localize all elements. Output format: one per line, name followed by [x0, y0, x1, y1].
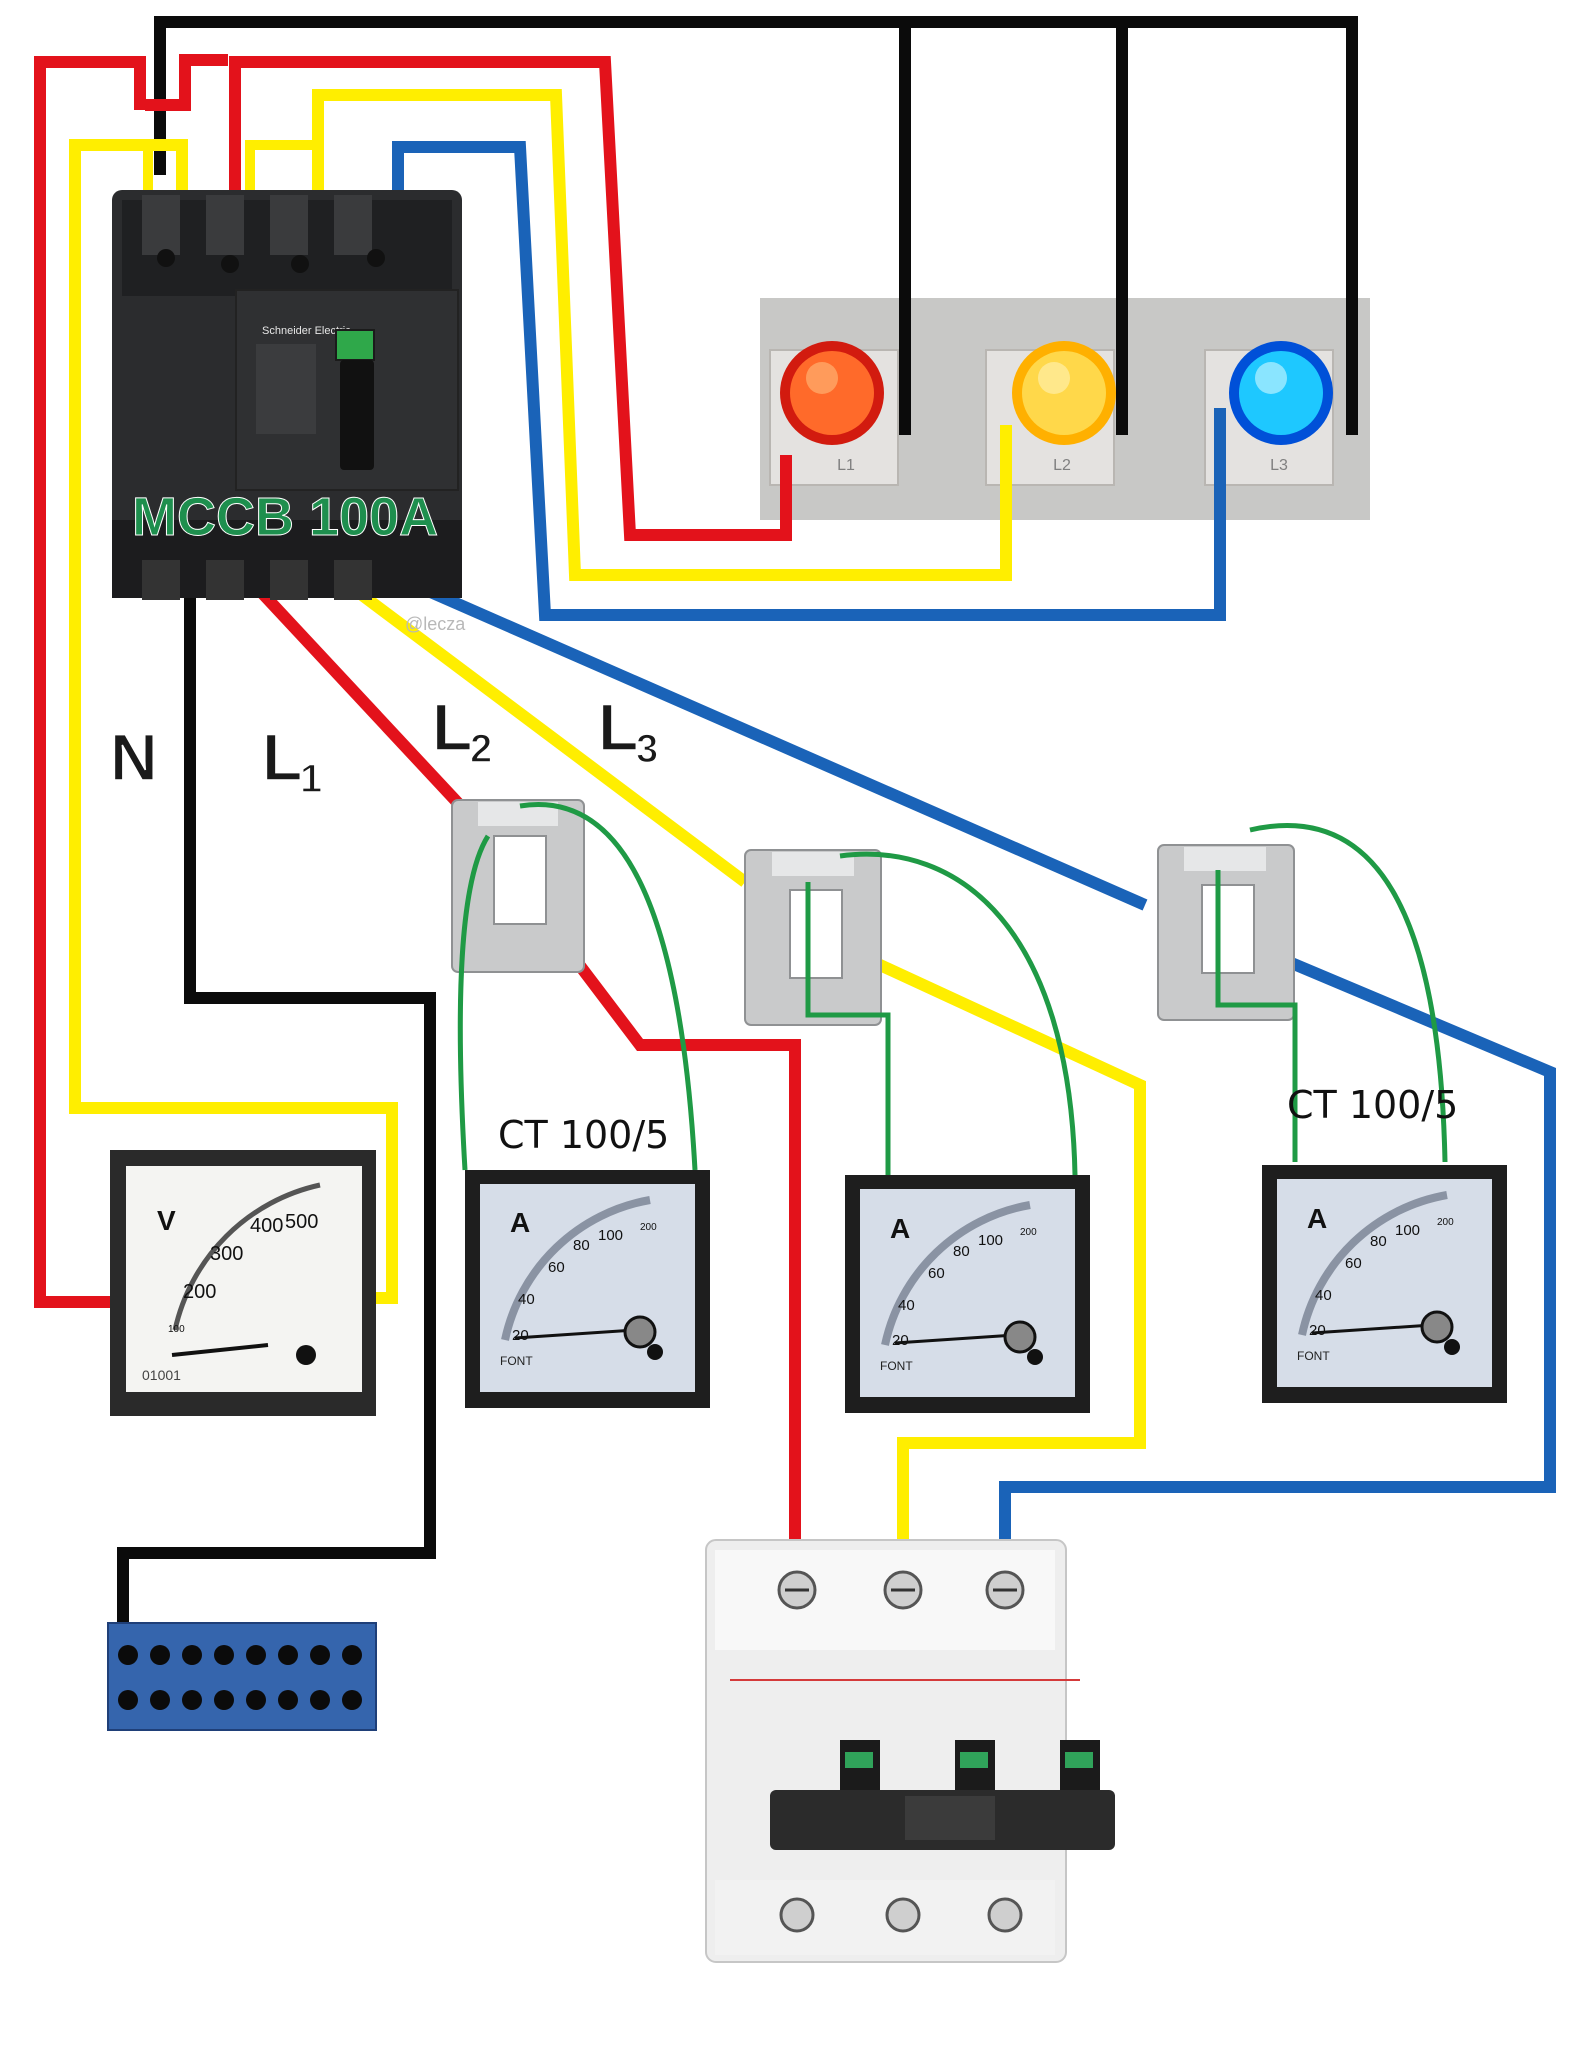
wire-l1-jog — [145, 54, 228, 111]
ammeter-2-scale-80: 80 — [953, 1243, 970, 1260]
label-l1-sub: 1 — [300, 757, 322, 801]
label-l2-sub: 2 — [470, 727, 492, 771]
label-l2-letter: L — [432, 690, 472, 764]
ammeter-3-adjust-screw — [1420, 1310, 1454, 1344]
mccb-rating-plate — [256, 344, 316, 434]
ct-label-1: CT 100/5 — [498, 1113, 669, 1157]
ammeter-1-brand: FONT — [500, 1354, 533, 1368]
ammeter-1-scale-100: 100 — [598, 1227, 623, 1244]
ammeter-l1: A 20 40 60 80 100 200 FONT — [465, 1170, 710, 1408]
mccb-breaker: Schneider Electric MCCB 100A @lecza — [112, 190, 466, 634]
ammeter-1-scale-max: 200 — [640, 1222, 657, 1233]
ammeter-1-scale-40: 40 — [518, 1291, 535, 1308]
voltmeter-needle — [171, 1343, 269, 1357]
ct-l2 — [744, 849, 882, 1026]
label-l1-letter: L — [262, 720, 302, 794]
ct1-wire-s1 — [457, 834, 491, 1171]
watermark: @lecza — [405, 614, 466, 634]
label-l3-letter: L — [598, 690, 638, 764]
ct2-wire-s2 — [839, 851, 1078, 1176]
wire-l3-load — [999, 929, 1556, 1548]
wire-l2-load — [812, 929, 1146, 1545]
ct-l3 — [1157, 844, 1295, 1021]
voltmeter-unit: V — [157, 1205, 176, 1236]
ammeter-3-unit: A — [1307, 1203, 1327, 1234]
voltmeter-brand: 01001 — [142, 1367, 181, 1383]
wiring — [34, 16, 1556, 1640]
ammeter-1-scale-80: 80 — [573, 1237, 590, 1254]
voltmeter-scale-300: 300 — [210, 1243, 243, 1265]
blue-indicator-lamp — [1229, 341, 1333, 445]
mccb-brand: Schneider Electric — [262, 325, 351, 337]
ct-secondary-wires — [457, 802, 1448, 1176]
ammeter-1-scale-60: 60 — [548, 1259, 565, 1276]
ammeter-l3: A 20 40 60 80 100 200 FONT — [1262, 1165, 1507, 1403]
ammeter-2-scale-60: 60 — [928, 1265, 945, 1282]
ammeter-2-needle — [894, 1333, 1016, 1345]
ammeter-3-scale-max: 200 — [1437, 1217, 1454, 1228]
indicator-lamp-panel: L1 L2 L3 — [760, 298, 1370, 520]
mccb-status-window — [335, 329, 375, 361]
lamp-label-l3: L3 — [1270, 457, 1288, 474]
ammeter-2-scale-max: 200 — [1020, 1227, 1037, 1238]
ammeter-3-brand: FONT — [1297, 1349, 1330, 1363]
lamp-label-l1: L1 — [837, 457, 855, 474]
lamp-label-l2: L2 — [1053, 457, 1071, 474]
neutral-terminal-bar — [107, 1622, 377, 1731]
wire-neutral-top-bus — [154, 16, 1358, 435]
label-l3-sub: 3 — [636, 727, 658, 771]
ct-label-2: CT 100/5 — [1287, 1083, 1458, 1127]
mccb-label: MCCB 100A — [132, 487, 438, 547]
wire-l2-lamp — [312, 89, 1012, 581]
line-labels: N L 1 L 2 L 3 — [109, 689, 659, 802]
ct3-wire-s2 — [1249, 823, 1448, 1163]
voltmeter-scale-400: 400 — [250, 1215, 283, 1237]
wire-l2-voltmeter — [69, 139, 398, 1304]
three-pole-mcb — [705, 1539, 1115, 1963]
mccb-toggle-handle[interactable] — [340, 360, 374, 470]
wire-neutral-to-bar — [117, 580, 436, 1640]
voltmeter-scale-200: 200 — [183, 1281, 216, 1303]
ammeter-1-unit: A — [510, 1207, 530, 1238]
ammeter-2-adjust-screw — [1003, 1320, 1037, 1354]
wire-l2-feed — [338, 575, 749, 887]
ammeter-3-scale-20: 20 — [1309, 1322, 1326, 1339]
voltmeter-face — [126, 1166, 362, 1392]
voltmeter-scale-arc — [172, 1182, 321, 1331]
ammeter-2-scale-100: 100 — [978, 1232, 1003, 1249]
wire-l1-voltmeter — [34, 56, 146, 1308]
voltmeter-scale-500: 500 — [285, 1211, 318, 1233]
voltmeter-adjust-screw — [296, 1345, 316, 1365]
label-neutral: N — [110, 720, 158, 794]
voltmeter: V 100 200 300 400 500 01001 — [110, 1150, 376, 1416]
voltmeter-scale-100: 100 — [168, 1324, 185, 1335]
ammeter-l2: A 20 40 60 80 100 200 FONT — [845, 1175, 1090, 1413]
ammeter-3-scale-40: 40 — [1315, 1287, 1332, 1304]
ammeter-3-needle — [1311, 1323, 1433, 1335]
ammeter-3-scale-60: 60 — [1345, 1255, 1362, 1272]
ammeter-3-scale-100: 100 — [1395, 1222, 1420, 1239]
red-indicator-lamp — [780, 341, 884, 445]
ammeter-2-unit: A — [890, 1213, 910, 1244]
yellow-indicator-lamp — [1012, 341, 1116, 445]
ammeter-3-scale-80: 80 — [1370, 1233, 1387, 1250]
wire-l1-feed — [245, 575, 475, 821]
neutral-bar-holes — [118, 1645, 362, 1710]
ammeter-2-scale-40: 40 — [898, 1297, 915, 1314]
ct2-wire-s1 — [805, 882, 891, 1175]
wire-l3-feed — [407, 577, 1148, 911]
ammeter-2-brand: FONT — [880, 1359, 913, 1373]
ammeter-1-scale-20: 20 — [512, 1327, 529, 1344]
ammeter-1-adjust-screw — [623, 1315, 657, 1349]
ct1-wire-s2 — [519, 802, 698, 1171]
ammeter-1-needle — [514, 1328, 636, 1340]
wire-l3-lamp — [392, 141, 1226, 621]
ammeter-2-scale-20: 20 — [892, 1332, 909, 1349]
wire-l1-lamp — [229, 56, 792, 541]
ct3-wire-s1 — [1215, 870, 1298, 1162]
